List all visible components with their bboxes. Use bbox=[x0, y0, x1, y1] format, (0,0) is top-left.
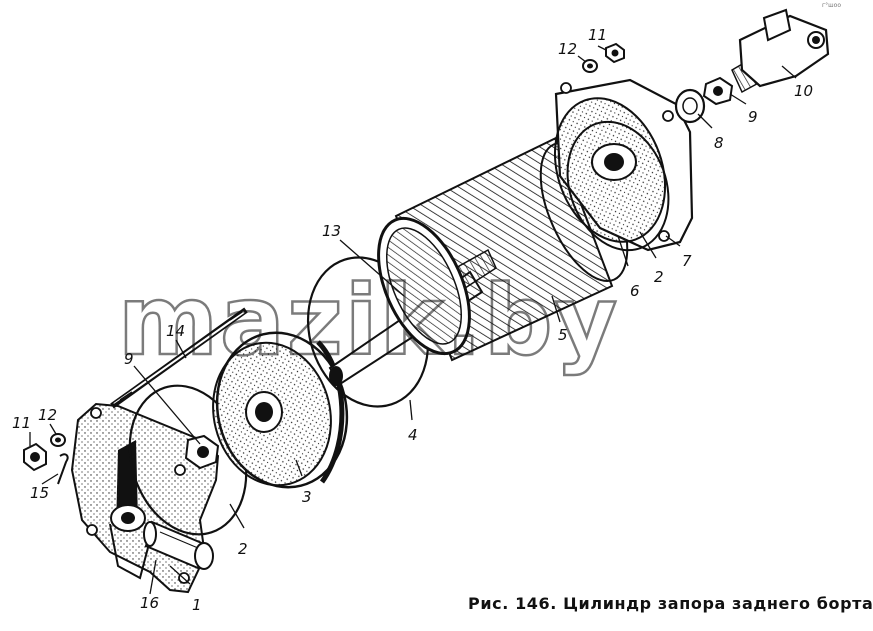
cotter-part-15 bbox=[57, 453, 69, 485]
exploded-view-drawing: 1 2 2 3 4 5 6 7 8 9 9 10 11 11 12 12 13 … bbox=[12, 8, 830, 614]
washer-part-12-left bbox=[50, 433, 66, 447]
leader-lines bbox=[29, 45, 797, 595]
nut-part-11-rear bbox=[605, 42, 625, 64]
clevis-part-10 bbox=[731, 8, 830, 94]
callout-5: 5 bbox=[558, 326, 568, 344]
callout-7: 7 bbox=[682, 252, 692, 270]
callout-12-left: 12 bbox=[38, 406, 57, 424]
pin-part-16 bbox=[143, 520, 214, 570]
callout-16: 16 bbox=[140, 594, 159, 612]
callout-12-rear: 12 bbox=[558, 40, 577, 58]
tie-rod-part-14 bbox=[110, 307, 248, 409]
watermark: mazik.by bbox=[118, 265, 619, 377]
figure-caption: Рис. 146. Цилиндр запора заднего борта bbox=[468, 594, 873, 613]
washer-part-12-rear bbox=[582, 59, 598, 73]
callout-6: 6 bbox=[630, 282, 640, 300]
nut-part-9-rear bbox=[702, 76, 734, 106]
callout-1: 1 bbox=[192, 596, 202, 614]
callout-14: 14 bbox=[166, 322, 185, 340]
callout-8: 8 bbox=[714, 134, 724, 152]
callout-4: 4 bbox=[408, 426, 418, 444]
diagram-stage: 1 2 2 3 4 5 6 7 8 9 9 10 11 11 12 12 13 … bbox=[12, 8, 830, 614]
callout-3: 3 bbox=[302, 488, 312, 506]
piston-part-3 bbox=[212, 331, 349, 489]
callout-11-rear: 11 bbox=[588, 26, 607, 44]
callout-2-front: 2 bbox=[238, 540, 248, 558]
nut-part-9-front bbox=[184, 434, 220, 470]
callout-13: 13 bbox=[322, 222, 341, 240]
callout-15: 15 bbox=[30, 484, 49, 502]
washer-part-8 bbox=[674, 88, 706, 124]
callout-9-rear: 9 bbox=[748, 108, 758, 126]
gasket-part-2-rear bbox=[566, 120, 670, 252]
callout-labels: 1 2 2 3 4 5 6 7 8 9 9 10 11 11 12 12 13 … bbox=[12, 26, 813, 614]
callout-11-left: 11 bbox=[12, 414, 31, 432]
callout-2-rear: 2 bbox=[654, 268, 664, 286]
nut-part-11-left bbox=[23, 442, 47, 472]
corner-mark: г°шоо bbox=[822, 2, 841, 9]
callout-9-front: 9 bbox=[124, 350, 134, 368]
callout-10: 10 bbox=[794, 82, 813, 100]
